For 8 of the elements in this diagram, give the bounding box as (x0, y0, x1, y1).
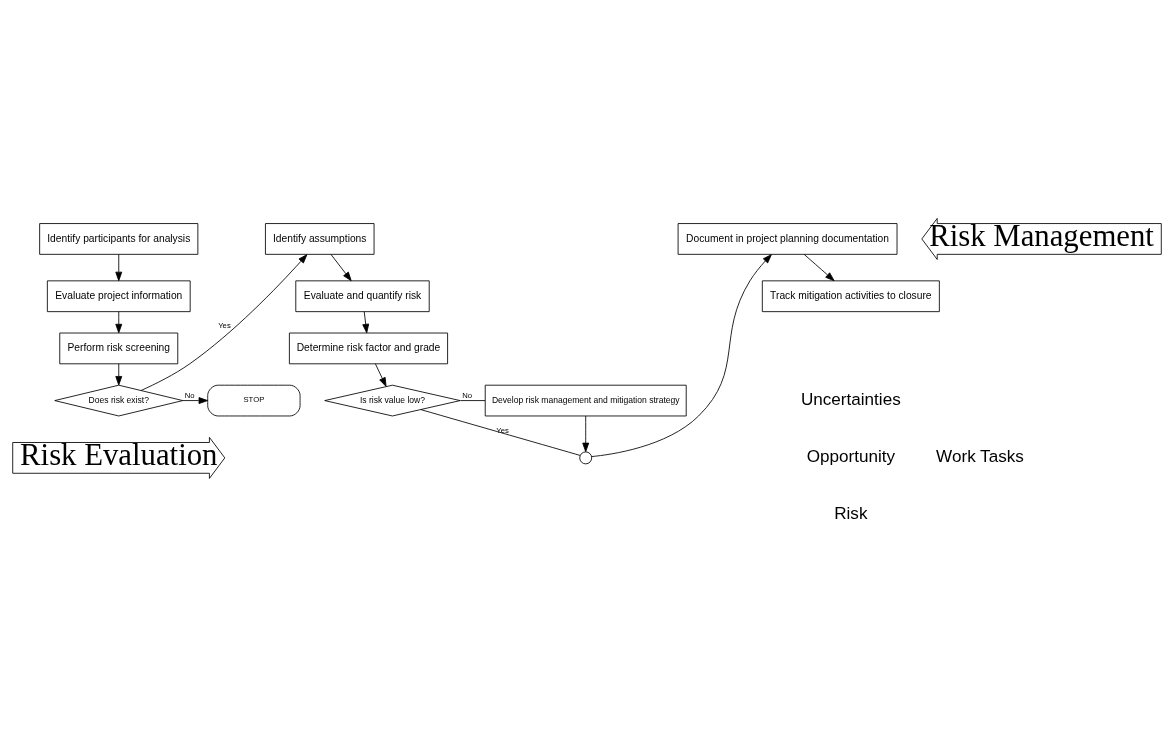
edge-label: Yes (218, 320, 231, 330)
label: Uncertainties (800, 389, 901, 409)
label: Risk (834, 503, 868, 523)
edge-label: No (184, 390, 195, 400)
label: Opportunity (806, 446, 896, 466)
edge-label: No (462, 390, 473, 400)
label: Work Tasks (936, 446, 1024, 466)
edge-label: Yes (496, 425, 509, 435)
